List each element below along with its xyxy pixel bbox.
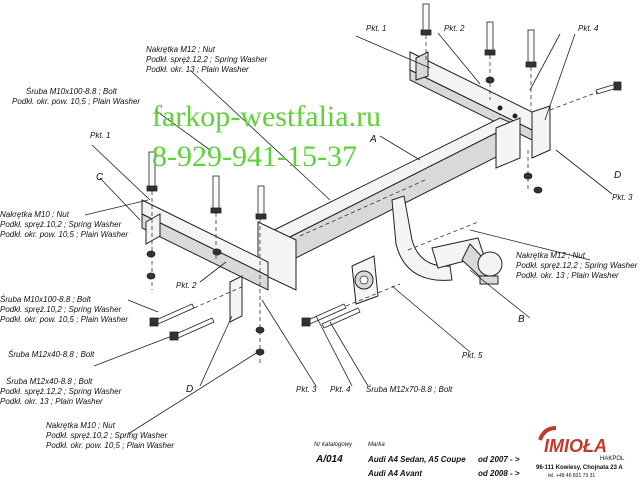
callout-line: Nakrętka M12 ; Nut: [146, 45, 216, 54]
bolt-set-top: [420, 3, 543, 194]
callout-line: Podkł. okr. pow. 10,5 ; Plain Washer: [0, 230, 128, 239]
label-pkt4-top: Pkt. 4: [578, 24, 599, 33]
model-2-year: od 2008 - >: [478, 469, 520, 478]
label-pkt5: Pkt. 5: [462, 351, 483, 360]
label-pkt2-left: Pkt. 2: [176, 281, 197, 290]
watermark-phone: 8-929-941-15-37: [152, 140, 357, 173]
callout-line: Podkł. okr. 13 ; Plain Washer: [146, 65, 249, 74]
callout-line: Podkł. okr. pow. 10,5 ; Plain Washer: [12, 97, 140, 106]
watermark-site: farkop-westfalia.ru: [152, 100, 381, 133]
logo-address: 96-111 Kowiesy, Chojnata 23 A: [536, 465, 623, 471]
callout-nut-m10-left: Nakrętka M10 ; Nut Podkł. spręż.10,2 ; S…: [0, 210, 128, 239]
callout-nut-m12-top: Nakrętka M12 ; Nut Podkł. spręż.12,2 ; S…: [146, 45, 268, 74]
logo-phone: tel. +48 46 831 73 31: [548, 473, 595, 479]
callout-line: Śruba M12x40-8.8 ; Bolt: [8, 350, 95, 359]
imiola-logo: IMIOŁA HAKPOL 96-111 Kowiesy, Chojnata 2…: [536, 426, 625, 479]
brand-label: Marka: [368, 442, 385, 448]
label-d-left: D: [186, 384, 193, 395]
callout-nut-m12-right: Nakrętka M12 ; Nut Podkł. spręż.12,2 ; S…: [516, 251, 638, 280]
label-pkt1-top: Pkt. 1: [366, 24, 386, 33]
callout-bolt-m10-top: Śruba M10x100-8.8 ; Bolt Podkł. okr. pow…: [12, 87, 140, 106]
callout-line: Śruba M12x40-8.8 ; Bolt: [6, 377, 93, 386]
callout-line: Śruba M10x100-8.8 ; Bolt: [26, 87, 117, 96]
label-pkt1-left: Pkt. 1: [90, 131, 110, 140]
callout-line: Nakrętka M10 ; Nut: [46, 421, 116, 430]
callout-line: Podkł. okr. 13 ; Plain Washer: [0, 397, 103, 406]
label-pkt4-bottom: Pkt. 4: [330, 385, 351, 394]
label-c: C: [96, 172, 104, 183]
callout-line: Śruba M10x100-8.8 ; Bolt: [0, 295, 91, 304]
callout-line: Podkł. spręż.12,2 ; Spring Washer: [516, 261, 638, 270]
label-a: A: [369, 134, 377, 145]
callout-nut-m10-bottom: Nakrętka M10 ; Nut Podkł. spręż.10,2 ; S…: [46, 421, 174, 450]
bolt-set-left: [146, 151, 267, 356]
model-2: Audi A4 Avant: [367, 469, 422, 478]
callout-bolt-m12x40: Śruba M12x40-8.8 ; Bolt: [8, 350, 95, 359]
callout-bolt-m10-mid: Śruba M10x100-8.8 ; Bolt Podkł. spręż.10…: [0, 295, 128, 324]
label-d-right: D: [614, 170, 621, 181]
main-cross-beam: [257, 117, 521, 291]
callout-line: Podkł. spręż.10,2 ; Spring Washer: [0, 305, 122, 314]
model-1-year: od 2007 - >: [478, 455, 520, 464]
label-pkt3-bottom: Pkt. 3: [296, 385, 317, 394]
logo-swoosh: [538, 426, 557, 441]
logo-name: IMIOŁA: [544, 436, 607, 456]
socket-plate: [351, 255, 379, 305]
catalog-label: Nr katalogowy: [314, 442, 353, 448]
model-1: Audi A4 Sedan, A5 Coupe: [367, 455, 466, 464]
logo-sub: HAKPOL: [600, 456, 625, 462]
callout-line: Podkł. spręż.10,2 ; Spring Washer: [46, 431, 168, 440]
callout-bolt-m12x70: Śruba M12x70-8.8 ; Bolt: [366, 385, 453, 394]
callout-line: Podkł. spręż.12,2 ; Spring Washer: [0, 387, 122, 396]
right-bracket: [409, 51, 551, 159]
label-pkt3-right: Pkt. 3: [612, 193, 633, 202]
left-bracket: [141, 199, 269, 323]
callout-line: Podkł. okr. pow. 10,5 ; Plain Washer: [46, 441, 174, 450]
callout-line: Nakrętka M10 ; Nut: [0, 210, 70, 219]
footer-info: Nr katalogowy A/014 Marka Audi A4 Sedan,…: [314, 442, 520, 478]
callout-line: Podkł. okr. 13 ; Plain Washer: [516, 271, 619, 280]
leader-lines: [84, 32, 613, 435]
catalog-number: A/014: [315, 454, 343, 465]
callout-line: Podkł. spręż.12,2 ; Spring Washer: [146, 55, 268, 64]
callout-bolt-m12x40-full: Śruba M12x40-8.8 ; Bolt Podkł. spręż.12,…: [0, 377, 122, 406]
callout-line: Nakrętka M12 ; Nut: [516, 251, 586, 260]
callout-line: Podkł. spręż.10,2 ; Spring Washer: [0, 220, 122, 229]
tow-ball-neck: [391, 195, 503, 285]
callout-line: Podkł. okr. pow. 10,5 ; Plain Washer: [0, 315, 128, 324]
label-b: B: [518, 314, 525, 325]
label-pkt2-top: Pkt. 2: [444, 24, 465, 33]
